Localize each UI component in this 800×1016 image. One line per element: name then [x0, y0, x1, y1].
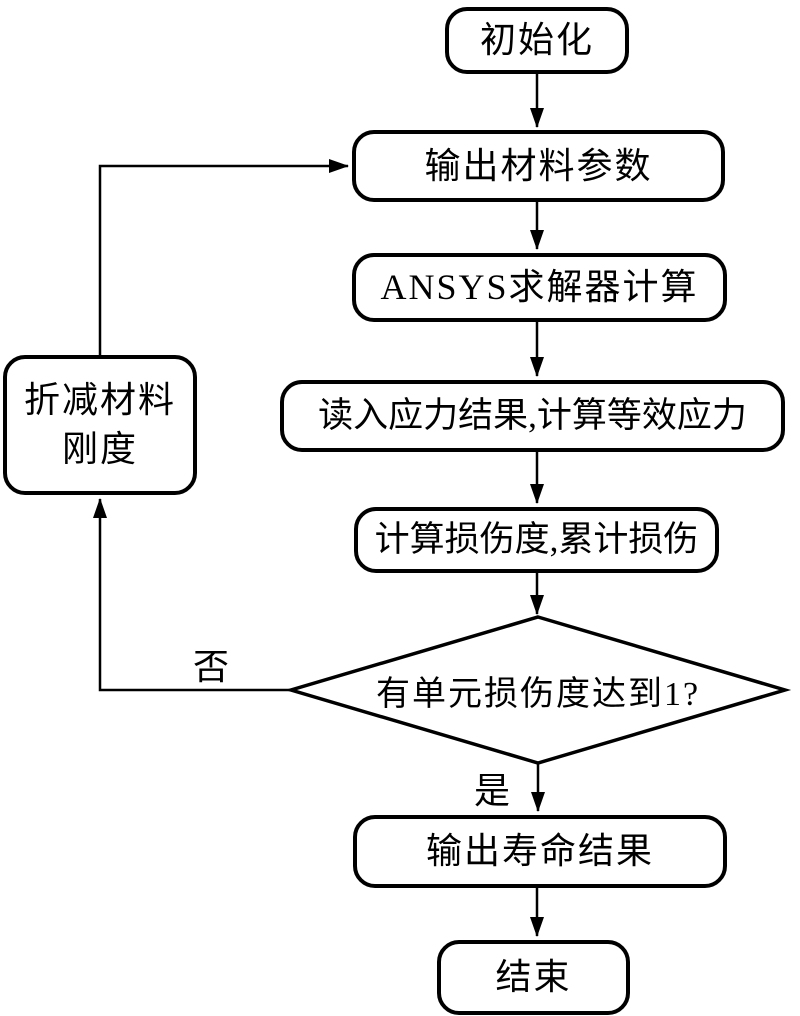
decision-diamond-shape [284, 615, 792, 765]
edge-label-yes: 是 [473, 771, 510, 811]
node-ansys-solver: ANSYS求解器计算 [352, 253, 727, 322]
node-compute-damage: 计算损伤度,累计损伤 [354, 507, 719, 573]
node-output-material-params: 输出材料参数 [352, 130, 725, 202]
arrow-reduce-stiffness-to-output-params [98, 159, 349, 355]
node-decision-label: 有单元损伤度达到1? [375, 675, 701, 713]
node-init: 初始化 [445, 7, 629, 74]
node-read-stress: 读入应力结果,计算等效应力 [280, 380, 785, 452]
node-reduce-stiffness: 折减材料刚度 [3, 355, 197, 495]
node-end: 结束 [437, 940, 630, 1015]
arrow-decision-to-reduce-stiffness [93, 498, 294, 692]
node-output-life: 输出寿命结果 [353, 815, 727, 888]
edge-label-no: 否 [192, 647, 229, 687]
